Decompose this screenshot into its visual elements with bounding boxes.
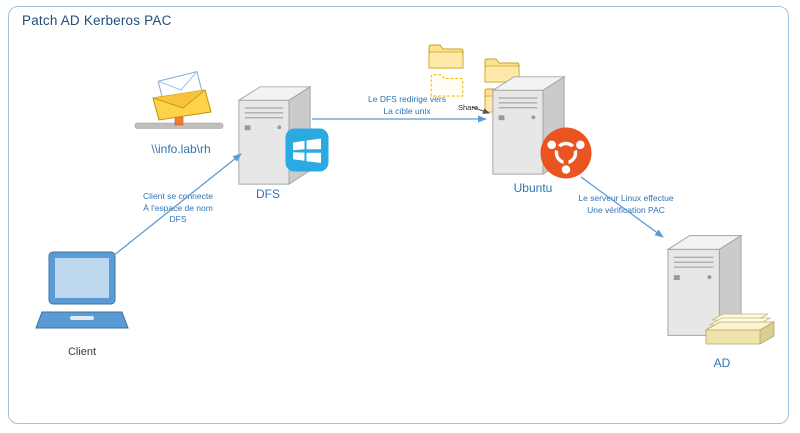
edge-label-dfs-ubuntu: Le DFS redirige vers La cible unix xyxy=(348,94,466,117)
folder-icon xyxy=(484,58,520,83)
edge-label-line: Une vérification PAC xyxy=(587,204,665,215)
ubuntu-logo-icon xyxy=(540,127,592,179)
edge-label-line: La cible unix xyxy=(383,105,431,116)
ad-server-label: AD xyxy=(713,356,731,370)
client-label: Client xyxy=(67,346,97,358)
edge-label-line: À l'espace de nom xyxy=(143,202,213,213)
server-icon-ad xyxy=(666,234,743,337)
edge-label-ubuntu-ad: Le serveur Linux effectue Une vérificati… xyxy=(562,193,690,216)
edge-label-client-dfs: Client se connecte À l'espace de nom DFS xyxy=(126,191,230,226)
edge-label-line: Client se connecte xyxy=(143,191,213,201)
ubuntu-server-label: Ubuntu xyxy=(513,181,553,195)
edge-label-line: DFS xyxy=(169,214,187,224)
laptop-icon xyxy=(35,251,129,329)
folder-icon xyxy=(428,44,464,69)
edge-label-line: Le DFS redirige vers xyxy=(368,94,446,104)
dfs-server-label: DFS xyxy=(256,187,280,201)
edge-label-line: Le serveur Linux effectue xyxy=(578,193,674,203)
diagram-title: Patch AD Kerberos PAC xyxy=(22,13,172,28)
folder-dashed-icon xyxy=(430,74,464,97)
paper-stack-icon xyxy=(704,313,776,345)
namespace-label: \\info.lab\rh xyxy=(151,142,211,156)
windows-logo-icon xyxy=(285,128,329,172)
share-label: Share xyxy=(458,103,479,112)
dfs-namespace-envelope-icon xyxy=(134,70,224,129)
